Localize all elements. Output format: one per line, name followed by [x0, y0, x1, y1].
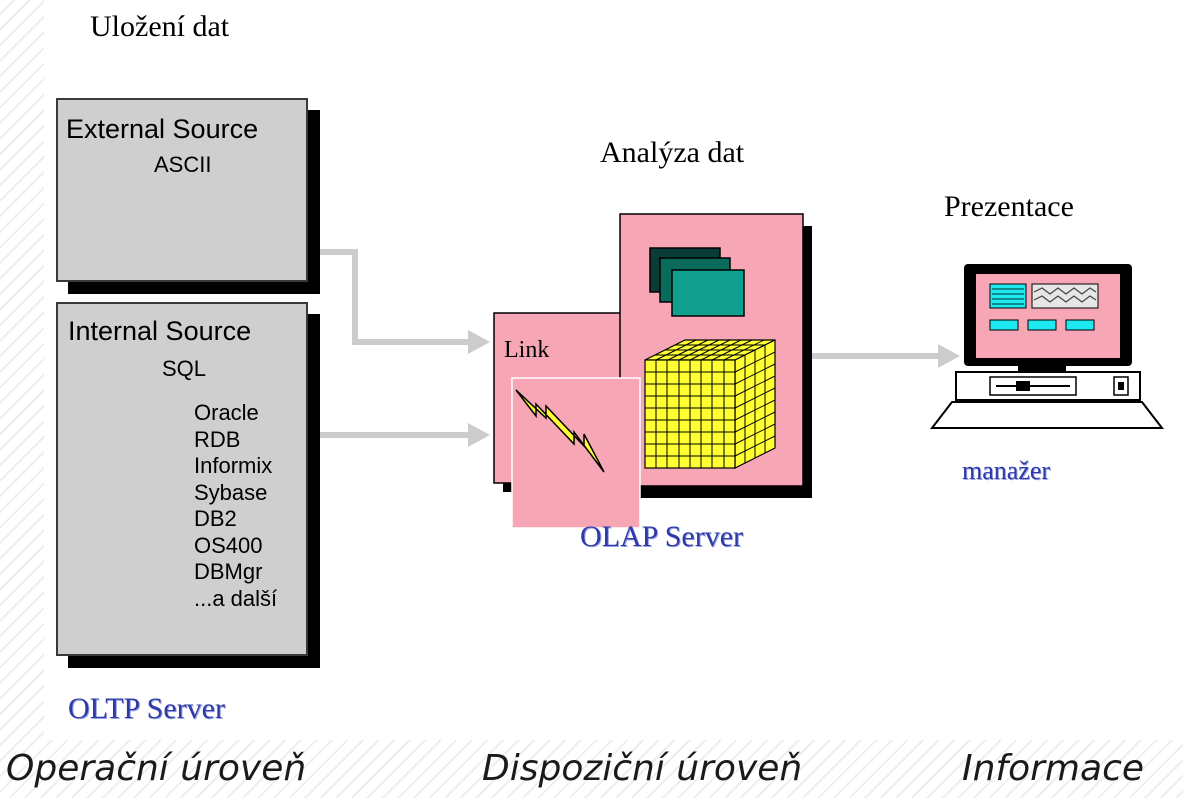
link-label: Link: [504, 337, 550, 363]
database-item: ...a další: [194, 585, 278, 611]
level-information: Informace: [962, 748, 1145, 789]
database-item: Oracle: [194, 400, 259, 425]
lightning-icon: [515, 389, 605, 473]
database-list: Oracle RDB Informix Sybase DB2 OS400 DBM…: [194, 400, 277, 612]
olap-file-stack-icon: [649, 247, 745, 317]
internal-source-box: Internal Source SQL Oracle RDB Informix …: [56, 302, 308, 656]
header-title: Uložení dat: [90, 10, 230, 43]
link-front-box: [511, 377, 641, 529]
manager-label: manažer: [962, 456, 1051, 485]
database-item: DBMgr: [194, 559, 263, 584]
database-item: DB2: [194, 506, 237, 531]
internal-source-title: Internal Source: [68, 316, 252, 346]
level-operational: Operační úroveň: [6, 748, 307, 789]
database-item: Sybase: [194, 479, 268, 505]
olap-cube-icon: [644, 339, 776, 469]
database-item: OS400: [194, 532, 263, 558]
internal-source-subtitle: SQL: [162, 356, 207, 381]
external-source-box: External Source ASCII: [56, 98, 308, 282]
analysis-title: Analýza dat: [600, 136, 745, 169]
arrowhead-internal: [468, 423, 490, 447]
arrow-external-to-link: [316, 249, 470, 345]
external-source-title: External Source: [66, 114, 259, 144]
arrowhead-presentation: [938, 344, 960, 368]
olap-server-label: OLAP Server: [580, 520, 744, 553]
external-source-subtitle: ASCII: [154, 152, 212, 177]
presentation-title: Prezentace: [944, 190, 1074, 223]
database-item: Informix: [194, 453, 273, 478]
oltp-server-label: OLTP Server: [68, 692, 225, 725]
arrowhead-external: [468, 330, 490, 354]
computer-icon: [929, 264, 1165, 429]
database-item: RDB: [194, 426, 241, 452]
level-dispositional: Dispoziční úroveň: [482, 748, 803, 789]
